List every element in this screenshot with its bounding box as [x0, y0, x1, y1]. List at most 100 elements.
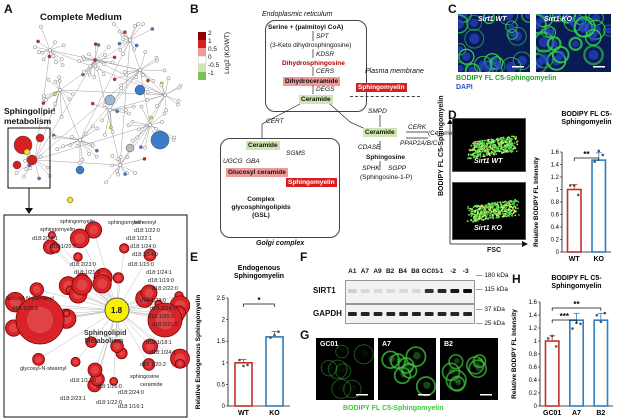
network-node [141, 73, 145, 77]
network-node [75, 144, 80, 148]
network-edge [49, 49, 62, 60]
flow-event [474, 211, 476, 214]
network-node [93, 58, 97, 62]
cell [445, 369, 467, 391]
network-node [175, 102, 180, 107]
panel-label-b: B [190, 2, 199, 16]
zoom-node-highlight [146, 251, 154, 259]
flow-event [515, 200, 517, 203]
y-tick-label: 1.6 [551, 150, 560, 156]
blot-lane-label: GC01 [421, 268, 439, 275]
network-node [58, 88, 62, 92]
data-point [572, 184, 576, 187]
network-node [118, 163, 122, 167]
network-node [106, 45, 111, 49]
flow-event [477, 154, 480, 157]
blot-lane-label: A7 [360, 268, 370, 275]
flow-y-axis-label: BODIPY FL C5-Sphingomyelin [438, 95, 445, 196]
flow-event [485, 216, 488, 219]
bar-gc01 [544, 340, 560, 407]
network-edge [129, 25, 136, 41]
network-node [143, 50, 148, 54]
cell-membrane [521, 14, 530, 23]
glucosyl-ceramide-node: Glucosyl ceramide [226, 168, 288, 177]
flow-event [505, 138, 508, 140]
cell-membrane [602, 24, 611, 37]
y-tick-label: 0.2 [551, 238, 560, 244]
cell [397, 357, 415, 374]
flow-event [482, 218, 485, 221]
flow-event [502, 146, 505, 149]
flow-event [479, 211, 482, 214]
flow-event [505, 208, 508, 211]
zoom-node-highlight [9, 296, 21, 308]
flow-event [501, 215, 504, 218]
network-edge [92, 103, 111, 111]
cert-label: CERT [266, 118, 284, 125]
network-edge [147, 91, 166, 96]
network-edge [129, 28, 153, 41]
flow-x-axis-label: FSC [487, 247, 501, 254]
network-edge [62, 139, 81, 147]
cell-nucleus [605, 27, 611, 34]
flow-event [493, 153, 496, 155]
band-sirt1 [424, 289, 434, 293]
flow-event [500, 143, 502, 146]
flow-event [503, 200, 506, 203]
network-node [80, 157, 85, 162]
network-node [41, 101, 46, 105]
network-node [134, 75, 138, 80]
flow-event [496, 209, 499, 211]
network-edge [34, 47, 51, 51]
network-edge [94, 59, 96, 77]
network-node [90, 143, 95, 148]
cell-membrane [536, 14, 547, 34]
flow-event [472, 153, 475, 155]
cell-puncta [326, 364, 334, 371]
zoom-edge [116, 309, 181, 359]
flow-event [513, 202, 515, 205]
flow-event [501, 201, 504, 204]
x-tick-label: B2 [596, 410, 605, 417]
flow-event [483, 206, 485, 209]
zoom-node-highlight [91, 366, 99, 374]
flow-event [485, 152, 488, 155]
flow-event [508, 215, 511, 217]
flow-event [485, 149, 488, 152]
network-edge [79, 139, 90, 154]
network-node [39, 24, 43, 29]
chart-title: BODIPY FL C5- [551, 275, 602, 282]
network-highlight-node [150, 130, 170, 150]
network-node [116, 157, 121, 161]
flow-event [496, 201, 499, 204]
flow-event [517, 200, 520, 203]
zoom-node-highlight [33, 285, 41, 294]
network-node [53, 92, 57, 97]
data-point [593, 160, 597, 163]
blot-lane-label: A1 [348, 268, 357, 275]
cell-nucleus [579, 21, 591, 33]
flow-event [476, 145, 479, 148]
flow-event [471, 148, 474, 150]
flow-event [497, 145, 500, 148]
cell-puncta [338, 384, 347, 392]
network-node [24, 167, 29, 171]
zoom-edge [38, 309, 118, 360]
y-axis-label: Relative BODIPY FL Intensity [511, 309, 518, 399]
y-tick-label: 0.4 [529, 378, 538, 384]
serine-label: Serine + (palmitoyl CoA) [268, 24, 344, 31]
flow-event [498, 150, 501, 153]
cell-puncta [360, 349, 369, 358]
blot-lane-label: A9 [373, 268, 382, 275]
panel-label-c: C [448, 2, 457, 16]
flow-event [508, 147, 511, 150]
cell-nucleus [508, 23, 515, 30]
flow-event [507, 136, 510, 138]
flow-event [472, 210, 475, 213]
flow-event [507, 150, 510, 153]
network-node [110, 130, 115, 134]
zoom-node-highlight [145, 361, 153, 368]
flow-event [470, 215, 473, 217]
cell [331, 378, 352, 399]
